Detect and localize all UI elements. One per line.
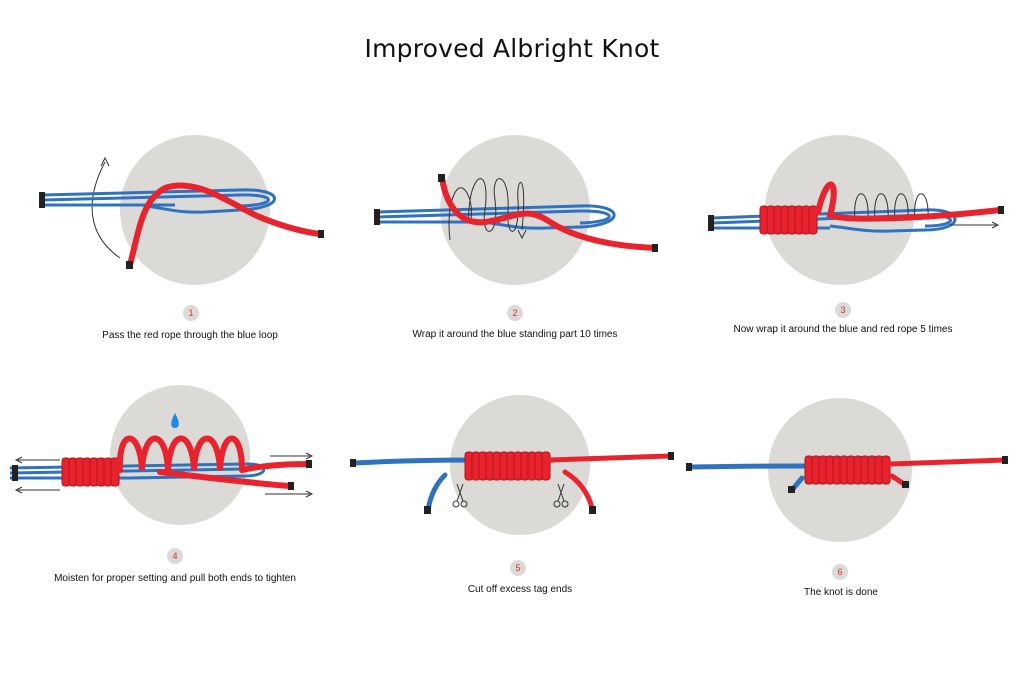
step-3-caption: Now wrap it around the blue and red rope…: [733, 324, 953, 335]
blue-rope: [687, 463, 808, 470]
pull-arrows-icon: [14, 452, 314, 498]
rotate-arrow-icon: [91, 161, 121, 259]
step-1: 1 Pass the red rope through the blue loo…: [25, 130, 355, 450]
right-arrow-icon: [950, 221, 1000, 229]
background-circle: [440, 135, 590, 285]
step-5: 5 Cut off excess tag ends: [350, 380, 680, 700]
red-rope: [439, 175, 658, 251]
red-wraps: [759, 205, 818, 235]
step-5-badge: 5: [510, 560, 526, 576]
step-2-badge: 2: [507, 305, 523, 321]
step-1-caption: Pass the red rope through the blue loop: [102, 330, 278, 341]
background-circle: [765, 135, 915, 285]
page-title: Improved Albright Knot: [364, 34, 660, 63]
step-2: 2 Wrap it around the blue standing part …: [350, 130, 680, 450]
scissors-icon: [452, 483, 468, 508]
red-rope: [127, 182, 323, 268]
red-rope: [887, 457, 1008, 467]
step-5-caption: Cut off excess tag ends: [467, 584, 573, 595]
wrap-path-lines: [854, 193, 929, 221]
step-3-illustration: [708, 135, 1004, 285]
step-5-illustration: [350, 395, 674, 535]
red-wraps: [464, 451, 551, 481]
step-1-badge: 1: [183, 305, 199, 321]
step-6-badge: 6: [832, 564, 848, 580]
water-drop-icon: [171, 413, 179, 428]
step-4: 4 Moisten for proper setting and pull bo…: [9, 380, 340, 700]
red-wraps: [804, 455, 891, 485]
red-rope: [815, 181, 1003, 222]
background-circle: [110, 385, 250, 525]
step-6-illustration: [686, 398, 1008, 542]
step-3-badge: 3: [835, 302, 851, 318]
step-2-caption: Wrap it around the blue standing part 10…: [412, 329, 618, 340]
background-circle: [120, 135, 270, 285]
step-4-illustration: [9, 385, 314, 525]
red-loops: [116, 435, 311, 489]
step-1-illustration: [39, 135, 324, 285]
scissors-icon: [553, 483, 569, 508]
step-4-caption: Moisten for proper setting and pull both…: [54, 573, 296, 584]
step-3: 3 Now wrap it around the blue and red ro…: [680, 130, 1010, 450]
step-2-illustration: [374, 135, 658, 285]
step-6-caption: The knot is done: [804, 587, 878, 598]
step-6: 6 The knot is done: [680, 380, 1010, 700]
red-rope: [547, 453, 673, 511]
red-wraps: [61, 457, 120, 487]
down-arrow-icon: [517, 229, 527, 240]
step-4-badge: 4: [167, 548, 183, 564]
